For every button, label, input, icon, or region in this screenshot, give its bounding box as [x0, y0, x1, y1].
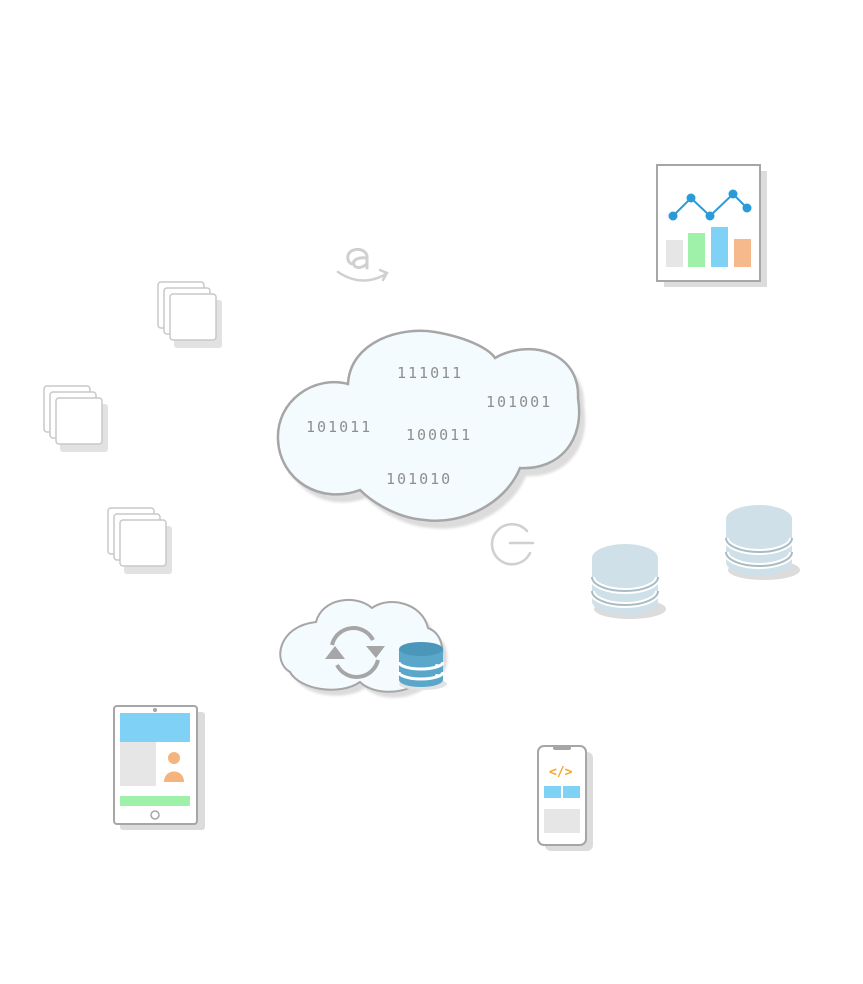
binary-text: 101011: [306, 418, 372, 436]
analytics-chart-icon: [656, 164, 767, 287]
code-symbol: </>: [549, 765, 573, 780]
binary-text: 100011: [406, 426, 472, 444]
document-stack-icon: [157, 281, 222, 348]
data-cloud: 111011 101001 101011 100011 101010: [276, 329, 586, 529]
chart-bar: [666, 240, 683, 267]
amazon-icon: [336, 247, 389, 282]
cloud-sync-icon: [279, 599, 448, 698]
binary-text: 111011: [397, 364, 463, 382]
document-stack-icon: [107, 507, 172, 574]
user-avatar-icon: [164, 752, 184, 782]
database-icon: [723, 505, 800, 580]
chart-bar: [734, 239, 751, 267]
sync-arrows-icon: [325, 626, 385, 679]
database-icon: [397, 642, 447, 690]
document-stack-icon: [43, 385, 108, 452]
tablet-icon: [113, 705, 205, 830]
binary-text: 101010: [386, 470, 452, 488]
chart-bar: [711, 227, 728, 267]
database-icon: [589, 544, 666, 619]
google-icon: [490, 523, 535, 566]
binary-text: 101001: [486, 393, 552, 411]
chart-bar: [688, 233, 705, 267]
smartphone-icon: </>: [537, 745, 593, 851]
